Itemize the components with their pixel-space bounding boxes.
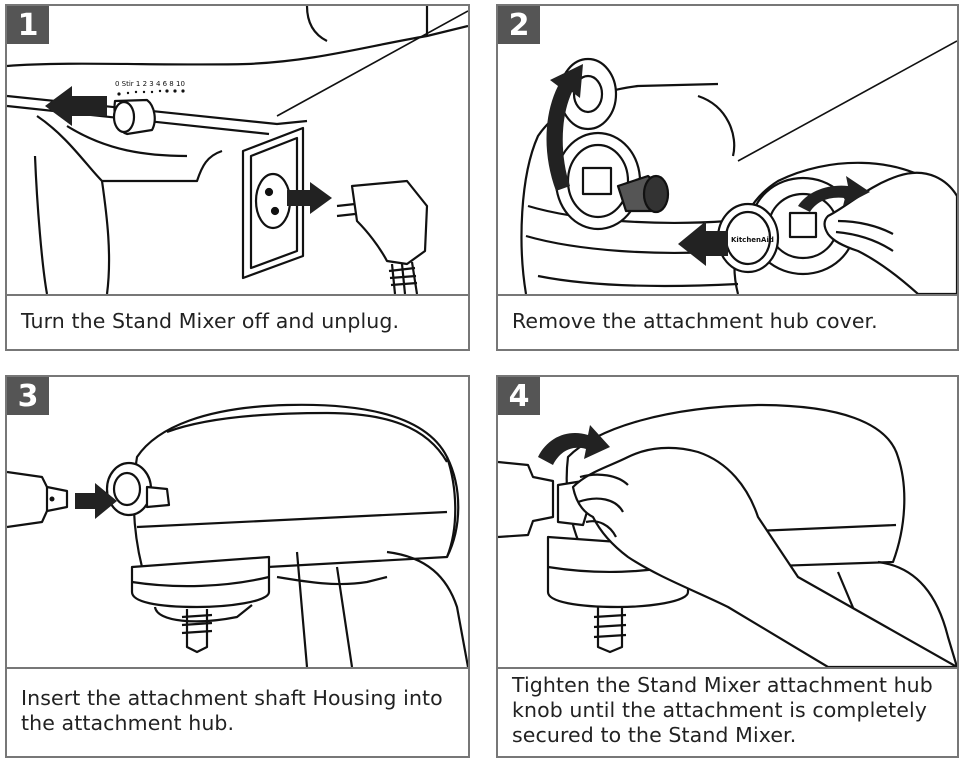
pull-out-arrow-icon — [678, 221, 728, 266]
rotate-arrow-icon — [798, 176, 870, 212]
step-caption: Remove the attachment hub cover. — [512, 309, 878, 333]
speed-scale-label: 0 Stir 1 2 3 4 6 8 10 — [115, 80, 185, 88]
step-caption: Insert the attachment shaft Housing into… — [21, 685, 443, 735]
step-caption: Turn the Stand Mixer off and unplug. — [21, 309, 400, 333]
insert-arrow-icon — [75, 483, 117, 519]
tighten-knob-illustration — [498, 403, 957, 667]
step-3-panel: 3 Insert the attachment shaft Housing in… — [5, 375, 470, 758]
step-2-panel: KitchenAid 2 Remove the attachment hub c… — [496, 4, 959, 351]
step-number: 3 — [7, 377, 49, 415]
remove-hub-cover-illustration: KitchenAid — [520, 40, 957, 294]
hub-cover-brand-logo: KitchenAid — [731, 236, 774, 244]
slide-left-arrow-icon — [45, 86, 107, 126]
step-1-illustration: 0 Stir 1 2 3 4 6 8 10 1 — [7, 6, 468, 296]
step-4-illustration: 4 — [498, 377, 957, 669]
step-2-illustration: KitchenAid 2 — [498, 6, 957, 296]
step-4-panel: 4 Tighten the Stand Mixer attachment hub… — [496, 375, 959, 758]
flip-up-arrow-icon — [546, 64, 583, 191]
step-number: 4 — [498, 377, 540, 415]
step-number: 2 — [498, 6, 540, 44]
step-number: 1 — [7, 6, 49, 44]
step-1-panel: 0 Stir 1 2 3 4 6 8 10 1 Turn the Stand M… — [5, 4, 470, 351]
unplug-mixer-illustration: 0 Stir 1 2 3 4 6 8 10 — [7, 6, 468, 294]
step-3-illustration: 3 — [7, 377, 468, 669]
pull-plug-arrow-icon — [287, 182, 332, 214]
insert-attachment-illustration — [7, 403, 468, 667]
step-caption: Tighten the Stand Mixer attachment hub k… — [512, 673, 933, 747]
rotate-arrow-icon — [538, 425, 610, 465]
